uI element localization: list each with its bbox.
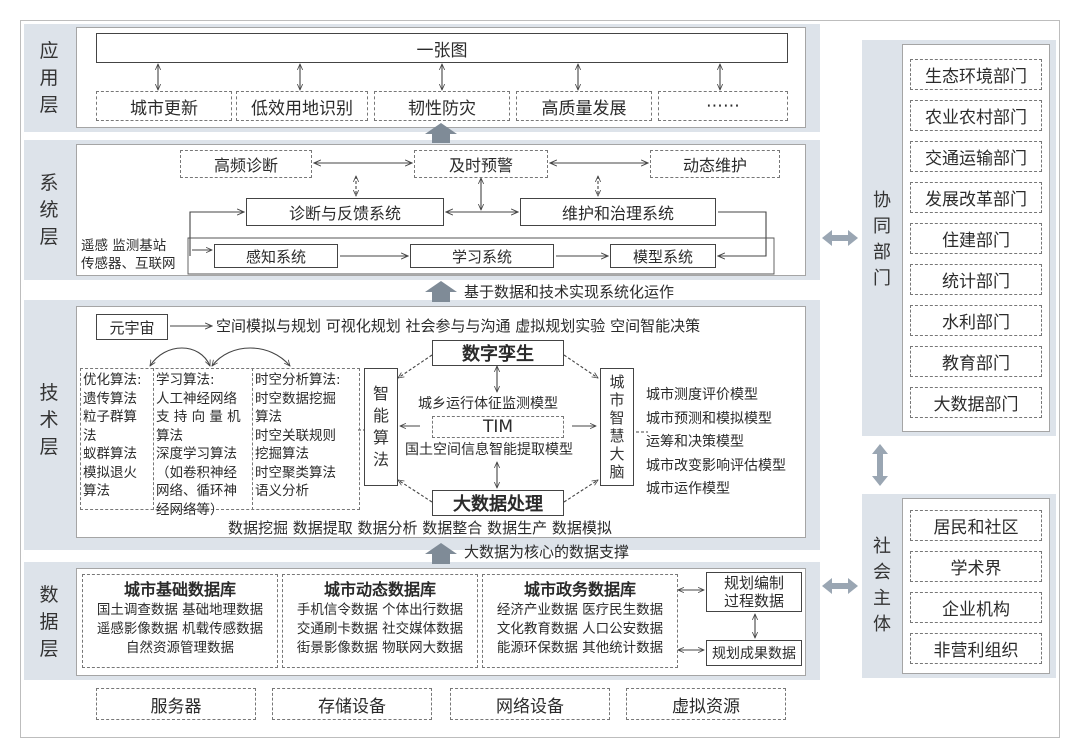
tech-link-twin-left: [398, 354, 433, 378]
db-basic-row: 遥感影像数据 机载传感数据: [96, 621, 264, 637]
db-government-title: 城市政务数据库: [523, 580, 636, 599]
up-arrow-tech-to-sys: [425, 281, 457, 302]
db-dynamic-row: 交通刷卡数据 社交媒体数据: [296, 621, 464, 637]
app-item-urban-renewal: 城市更新: [96, 91, 232, 121]
tech-big-data-processing: 大数据处理: [432, 490, 564, 516]
db-dynamic-row: 街景影像数据 物联网大数据: [296, 640, 464, 656]
sys-learning: 学习系统: [410, 244, 554, 268]
sys-model: 模型系统: [610, 244, 716, 268]
db-dynamic-title: 城市动态数据库: [323, 580, 436, 599]
db-basic: 城市基础数据库 国土调查数据 基础地理数据 遥感影像数据 机载传感数据 自然资源…: [82, 574, 278, 668]
app-item-resilience: 韧性防灾: [374, 91, 510, 121]
sys-bottom-frame: [187, 237, 775, 275]
app-item-more: ⋯⋯: [658, 91, 788, 121]
arrow-cooperate-social: [872, 444, 888, 486]
social-nonprofit: 非营利组织: [910, 633, 1042, 664]
one-map-box: 一张图: [96, 33, 788, 63]
sys-maintenance-governance: 维护和治理系统: [520, 198, 716, 226]
up-arrow-sys-to-app: [425, 123, 457, 143]
social-residents: 居民和社区: [910, 510, 1042, 541]
db-government-row: 经济产业数据 医疗民生数据: [496, 602, 664, 618]
tech-metaverse: 元宇宙: [96, 314, 168, 340]
tech-monitor-model: 城乡运行体征监测模型: [418, 396, 558, 412]
data-layer-label: 数据层: [39, 583, 59, 660]
db-basic-row: 国土调查数据 基础地理数据: [96, 602, 264, 618]
tech-tim: TIM: [432, 416, 564, 438]
tech-metaverse-apps: 空间模拟与规划 可视化规划 社会参与与沟通 虚拟规划实验 空间智能决策: [216, 317, 701, 335]
tech-data-operations: 数据挖掘 数据提取 数据分析 数据整合 数据生产 数据模拟: [228, 519, 612, 537]
sys-perception: 感知系统: [214, 244, 338, 268]
diagram-frame: [20, 20, 1060, 738]
tech-arrow-text: 大数据为核心的数据支撑: [464, 543, 630, 561]
dept-transport: 交通运输部门: [910, 141, 1042, 172]
dept-education: 教育部门: [910, 346, 1042, 377]
tech-algo-box: [80, 368, 360, 510]
tech-link-twin-right: [563, 354, 598, 378]
db-government: 城市政务数据库 经济产业数据 医疗民生数据 文化教育数据 人口公安数据 能源环保…: [482, 574, 678, 668]
db-basic-row: 自然资源管理数据: [126, 640, 234, 656]
tech-digital-twin: 数字孪生: [432, 340, 564, 366]
system-layer-label: 系统层: [39, 171, 59, 248]
arrow-cooperate-link: [822, 230, 858, 246]
sys-link-sense-feedback: [189, 212, 244, 256]
dept-statistics: 统计部门: [910, 264, 1042, 295]
sys-arrow-text: 基于数据和技术实现系统化运作: [464, 283, 675, 301]
sys-dynamic-maintenance: 动态维护: [650, 150, 780, 178]
tech-link-big-left: [398, 480, 433, 503]
cooperate-label: 协同部门: [873, 190, 891, 289]
up-arrow-data-to-tech: [425, 543, 457, 564]
social-academia: 学术界: [910, 551, 1042, 582]
dept-water: 水利部门: [910, 305, 1042, 336]
plan-process-data: 规划编制过程数据: [706, 572, 802, 612]
tech-curve-2: [212, 347, 290, 366]
db-basic-title: 城市基础数据库: [123, 580, 236, 599]
tech-algo-learning: 学习算法:人工神经网络支 持 向 量 机算法深度学习算法（如卷积神经网络、循环神…: [156, 372, 241, 518]
sys-link-gov-model: [718, 211, 767, 256]
dept-big-data: 大数据部门: [910, 387, 1042, 418]
tech-city-brain: 城市智慧大脑: [600, 368, 634, 486]
app-item-high-quality: 高质量发展: [516, 91, 652, 121]
data-panel: [76, 568, 806, 676]
db-government-row: 文化教育数据 人口公安数据: [496, 621, 664, 637]
dept-housing: 住建部门: [910, 223, 1042, 254]
tech-extract-model: 国土空间信息智能提取模型: [405, 442, 573, 458]
social-enterprise: 企业机构: [910, 592, 1042, 623]
tech-algo-spatiotemporal: 时空分析算法:时空数据挖掘算法时空关联规则挖掘算法时空聚类算法语义分析: [255, 372, 341, 499]
app-layer-label: 应用层: [39, 39, 59, 116]
tech-algo-divider-2: [252, 368, 253, 510]
dept-agriculture: 农业农村部门: [910, 100, 1042, 131]
tech-link-big-right: [563, 480, 598, 503]
infra-virtual: 虚拟资源: [626, 688, 786, 720]
dept-ecology: 生态环境部门: [910, 59, 1042, 90]
dept-development: 发展改革部门: [910, 182, 1042, 213]
arrow-social-link: [822, 578, 858, 594]
db-government-row: 能源环保数据 其他统计数据: [496, 640, 664, 656]
db-dynamic-row: 手机信令数据 个体出行数据: [296, 602, 464, 618]
db-dynamic: 城市动态数据库 手机信令数据 个体出行数据 交通刷卡数据 社交媒体数据 街景影像…: [282, 574, 478, 668]
sys-diagnosis-feedback: 诊断与反馈系统: [246, 198, 444, 226]
tech-intelligent-algorithm: 智能算法: [364, 368, 398, 486]
tech-layer-label: 技术层: [39, 381, 59, 458]
infra-storage: 存储设备: [272, 688, 432, 720]
tech-algo-divider-1: [153, 368, 154, 510]
infra-server: 服务器: [96, 688, 256, 720]
infra-network: 网络设备: [450, 688, 610, 720]
sys-high-freq-diagnosis: 高频诊断: [180, 150, 312, 178]
sys-timely-warning: 及时预警: [414, 150, 548, 178]
sys-inputs: 遥感 监测基站传感器、互联网: [81, 238, 176, 272]
app-item-low-efficiency-land: 低效用地识别: [236, 91, 368, 121]
tech-models-list: 城市测度评价模型城市预测和模拟模型运筹和决策模型城市改变影响评估模型城市运作模型: [646, 387, 786, 497]
tech-curve-1: [150, 347, 210, 366]
plan-result-data: 规划成果数据: [706, 640, 802, 666]
tech-algo-optimization: 优化算法:遗传算法粒子群算法蚁群算法模拟退火算法: [83, 372, 142, 499]
social-label: 社会主体: [873, 536, 891, 635]
